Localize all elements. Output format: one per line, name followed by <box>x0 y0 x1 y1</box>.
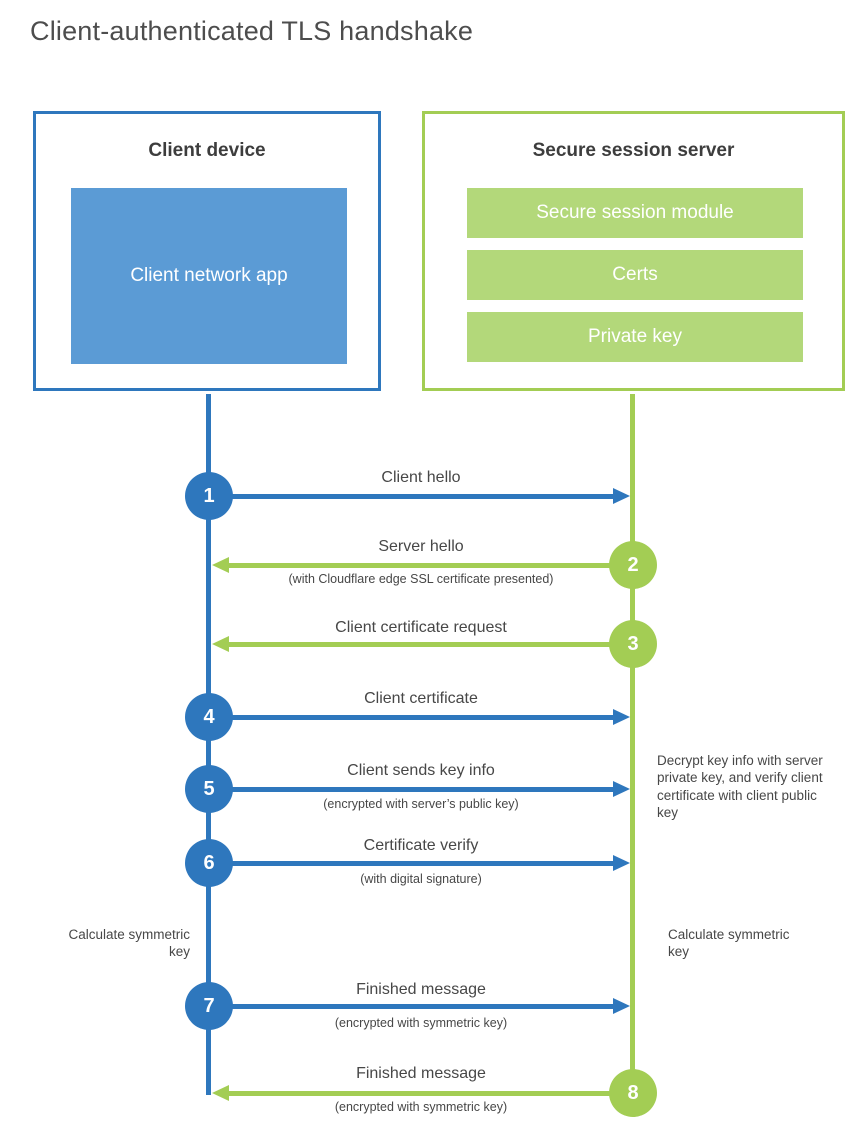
client-device-box: Client device Client network app <box>33 111 381 391</box>
step-circle-5: 5 <box>185 765 233 813</box>
step-circle-1: 1 <box>185 472 233 520</box>
msg-sublabel-client-sends-key-info: (encrypted with server’s public key) <box>323 797 519 811</box>
certs-module-label: Certs <box>612 264 658 285</box>
msg-label-client-sends-key-info: Client sends key info <box>347 762 495 779</box>
step-number: 4 <box>203 705 215 728</box>
arrow-client-hello <box>209 494 613 499</box>
arrow-certificate-verify <box>209 861 613 866</box>
private-key-module: Private key <box>467 312 803 362</box>
secure-session-server-box: Secure session server Secure session mod… <box>422 111 845 391</box>
arrowhead-left-icon <box>212 636 229 652</box>
page-title: Client-authenticated TLS handshake <box>30 16 474 46</box>
step-circle-6: 6 <box>185 839 233 887</box>
arrow-finished-message-server <box>229 1091 633 1096</box>
msg-sublabel-finished-message-server: (encrypted with symmetric key) <box>334 1100 508 1114</box>
certs-module: Certs <box>467 250 803 300</box>
step-number: 7 <box>203 994 215 1017</box>
msg-label-client-certificate-request: Client certificate request <box>335 619 507 636</box>
msg-label-finished-message-client: Finished message <box>356 981 486 998</box>
msg-sublabel-finished-message-client: (encrypted with symmetric key) <box>334 1016 508 1030</box>
msg-sublabel-certificate-verify: (with digital signature) <box>360 872 482 886</box>
msg-label-certificate-verify: Certificate verify <box>363 837 479 854</box>
msg-label-client-certificate: Client certificate <box>364 690 478 707</box>
arrowhead-right-icon <box>613 855 630 871</box>
arrow-client-sends-key-info <box>209 787 613 792</box>
client-lifeline <box>206 394 211 1095</box>
step-circle-3: 3 <box>609 620 657 668</box>
msg-sublabel-server-hello: (with Cloudflare edge SSL certificate pr… <box>288 572 554 586</box>
msg-label-client-hello: Client hello <box>381 469 461 486</box>
arrowhead-left-icon <box>212 557 229 573</box>
client-network-app-module: Client network app <box>71 188 347 364</box>
step-circle-4: 4 <box>185 693 233 741</box>
arrow-finished-message-client <box>209 1004 613 1009</box>
step-number: 5 <box>203 777 215 800</box>
step-circle-7: 7 <box>185 982 233 1030</box>
arrow-server-hello <box>229 563 633 568</box>
arrow-client-certificate <box>209 715 613 720</box>
arrowhead-right-icon <box>613 998 630 1014</box>
step-number: 2 <box>627 553 639 576</box>
step-circle-8: 8 <box>609 1069 657 1117</box>
step-number: 6 <box>203 851 215 874</box>
msg-label-server-hello: Server hello <box>378 538 464 555</box>
secure-session-server-title: Secure session server <box>532 140 735 161</box>
step-number: 1 <box>203 484 215 507</box>
arrowhead-right-icon <box>613 488 630 504</box>
arrow-client-certificate-request <box>229 642 633 647</box>
arrowhead-right-icon <box>613 709 630 725</box>
client-network-app-label: Client network app <box>130 265 288 287</box>
msg-label-finished-message-server: Finished message <box>356 1065 486 1082</box>
step-number: 3 <box>627 632 639 655</box>
private-key-module-label: Private key <box>588 326 682 347</box>
arrowhead-left-icon <box>212 1085 229 1101</box>
client-device-title: Client device <box>148 140 266 161</box>
calculate-symmetric-key-note-server: Calculate symmetric key <box>668 927 790 960</box>
calculate-symmetric-key-note-client: Calculate symmetric key <box>68 927 190 960</box>
arrowhead-right-icon <box>613 781 630 797</box>
secure-session-module: Secure session module <box>467 188 803 238</box>
step-circle-2: 2 <box>609 541 657 589</box>
server-lifeline <box>630 394 635 1093</box>
decrypt-key-info-note: Decrypt key info with server private key… <box>657 753 823 820</box>
secure-session-module-label: Secure session module <box>536 202 734 223</box>
step-number: 8 <box>627 1081 639 1104</box>
